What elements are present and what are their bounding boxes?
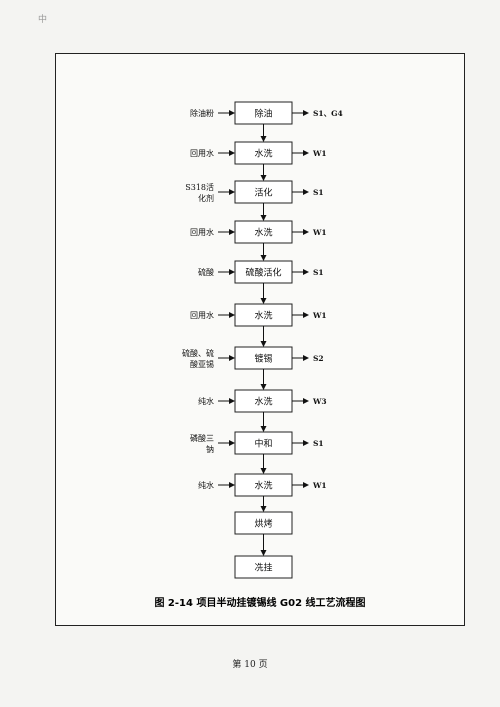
input-label: 硫酸 — [198, 267, 214, 277]
input-label: 回用水 — [190, 227, 214, 237]
process-box-label: 水洗 — [254, 148, 272, 160]
input-label: 回用水 — [190, 148, 214, 158]
output-label: W1 — [312, 149, 327, 158]
input-label: 化剂 — [198, 193, 214, 203]
corner-mark: 中 — [38, 15, 48, 25]
input-label: 硫酸、硫 — [182, 348, 214, 358]
process-box-label: 活化 — [254, 187, 272, 199]
output-label: S1 — [313, 439, 324, 448]
output-label: W1 — [312, 228, 327, 237]
output-label: W1 — [312, 481, 327, 490]
process-box-label: 水洗 — [254, 310, 272, 322]
input-label: 酸亚锡 — [190, 359, 214, 369]
process-box-label: 硫酸活化 — [245, 267, 281, 279]
page-number: 第 10 页 — [232, 660, 268, 670]
process-box-label: 水洗 — [254, 480, 272, 492]
figure-caption: 图 2-14 项目半动挂镀锡线 G02 线工艺流程图 — [154, 596, 365, 609]
process-box-label: 中和 — [254, 438, 272, 450]
output-label: S1、G4 — [313, 109, 343, 118]
input-label: 纯水 — [198, 480, 214, 490]
input-label: 纯水 — [198, 396, 214, 406]
process-box-label: 水洗 — [254, 227, 272, 239]
output-label: S1 — [313, 188, 324, 197]
output-label: S1 — [313, 268, 324, 277]
input-label: 钠 — [206, 444, 214, 454]
process-box — [234, 555, 293, 579]
input-label: 磷酸三 — [190, 433, 214, 443]
process-box-label: 除油 — [254, 108, 272, 120]
process-box-label: 水洗 — [254, 396, 272, 408]
input-label: 回用水 — [190, 310, 214, 320]
input-label: 除油粉 — [190, 108, 214, 118]
output-label: S2 — [313, 354, 324, 363]
process-box-label: 烘烤 — [254, 518, 272, 530]
output-label: W3 — [312, 397, 327, 406]
output-label: W1 — [312, 311, 327, 320]
process-box-label: 冼挂 — [254, 562, 272, 574]
process-box-label: 镀锡 — [254, 353, 272, 365]
input-label: S318活 — [185, 182, 214, 192]
